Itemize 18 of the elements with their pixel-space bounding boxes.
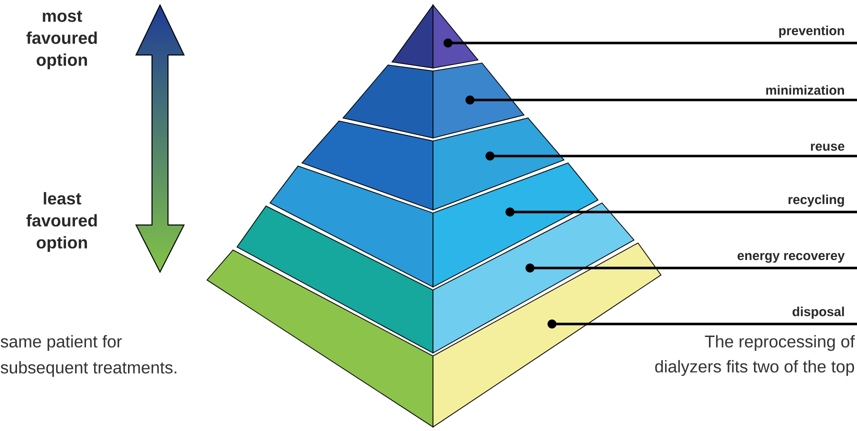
body-text: The reprocessing of (704, 335, 855, 351)
body-text: subsequent treatments. (0, 361, 176, 377)
leader-line (506, 208, 857, 216)
leader-line (548, 319, 857, 328)
leader-line (444, 38, 857, 48)
option-label: most favoured option (26, 10, 97, 70)
body-text: dialyzers fits two of the top (655, 360, 854, 376)
layer-label: disposal (792, 306, 844, 319)
leader-line (466, 96, 857, 104)
leader-line (526, 263, 857, 272)
layer-label: prevention (779, 26, 844, 38)
layer-label: reuse (810, 144, 844, 151)
option-label: least favoured option (26, 192, 97, 252)
layer-label: energy recoverey (738, 253, 845, 263)
leader-line (486, 152, 857, 160)
layer-label: minimization (766, 85, 844, 95)
body-text: same patient for (0, 335, 122, 351)
layer-label: recycling (788, 194, 844, 207)
